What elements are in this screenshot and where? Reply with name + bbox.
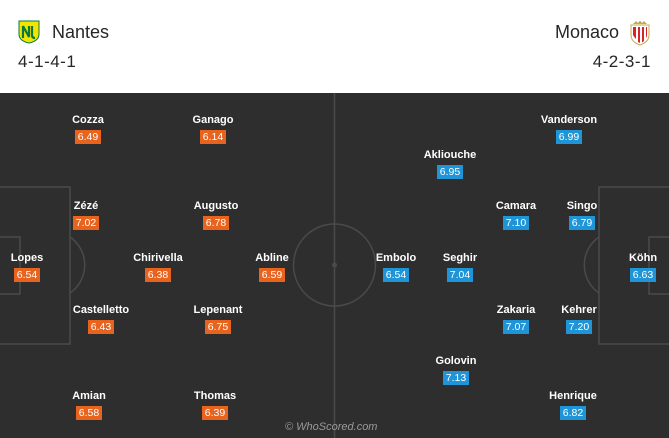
player-away-golovin[interactable]: Golovin 7.13 — [416, 355, 496, 386]
player-away-embolo[interactable]: Embolo 6.54 — [356, 252, 436, 283]
player-home-lopes[interactable]: Lopes 6.54 — [0, 252, 67, 283]
player-home-abline[interactable]: Abline 6.59 — [232, 252, 312, 283]
player-rating: 6.95 — [437, 165, 463, 179]
player-name: Chirivella — [133, 252, 183, 264]
player-rating: 6.38 — [145, 268, 171, 282]
player-away-henrique[interactable]: Henrique 6.82 — [533, 390, 613, 421]
player-name: Thomas — [193, 390, 237, 402]
player-home-cozza[interactable]: Cozza 6.49 — [48, 114, 128, 145]
player-rating: 6.82 — [560, 406, 586, 420]
nantes-crest-icon — [18, 20, 40, 44]
home-formation: 4-1-4-1 — [18, 52, 77, 71]
player-rating: 7.07 — [503, 320, 529, 334]
home-team[interactable]: Nantes — [18, 20, 109, 44]
player-name: Camara — [495, 200, 537, 212]
player-rating: 6.54 — [14, 268, 40, 282]
player-away-zakaria[interactable]: Zakaria 7.07 — [476, 304, 556, 335]
player-name: Henrique — [549, 390, 597, 402]
player-home-augusto[interactable]: Augusto 6.78 — [176, 200, 256, 231]
player-name: Vanderson — [540, 114, 598, 126]
player-name: Akliouche — [423, 149, 477, 161]
player-rating: 6.75 — [205, 320, 231, 334]
player-rating: 6.49 — [75, 130, 101, 144]
player-name: Seghir — [442, 252, 478, 264]
player-name: Zakaria — [496, 304, 536, 316]
player-away-akliouche[interactable]: Akliouche 6.95 — [410, 149, 490, 180]
pitch-lines — [0, 93, 669, 438]
player-rating: 6.58 — [76, 406, 102, 420]
player-name: Köhn — [628, 252, 658, 264]
away-formation: 4-2-3-1 — [592, 52, 651, 71]
player-rating: 7.13 — [443, 371, 469, 385]
player-rating: 7.20 — [566, 320, 592, 334]
player-away-seghir[interactable]: Seghir 7.04 — [420, 252, 500, 283]
player-rating: 7.04 — [447, 268, 473, 282]
player-home-castelletto[interactable]: Castelletto 6.43 — [61, 304, 141, 335]
monaco-crest-icon — [629, 20, 651, 46]
player-name: Singo — [566, 200, 598, 212]
match-header: Nantes 4-1-4-1 Monaco 4-2-3-1 — [0, 0, 669, 92]
player-home-thomas[interactable]: Thomas 6.39 — [175, 390, 255, 421]
player-name: Lopes — [10, 252, 44, 264]
player-home-amian[interactable]: Amian 6.58 — [49, 390, 129, 421]
player-name: Abline — [255, 252, 289, 264]
player-away-vanderson[interactable]: Vanderson 6.99 — [529, 114, 609, 145]
player-away-kohn[interactable]: Köhn 6.63 — [603, 252, 669, 283]
player-name: Castelletto — [72, 304, 130, 316]
player-home-chirivella[interactable]: Chirivella 6.38 — [118, 252, 198, 283]
home-team-name: Nantes — [52, 21, 110, 42]
player-rating: 6.39 — [202, 406, 228, 420]
pitch: Lopes 6.54 Zézé 7.02 Castelletto 6.43 Ch… — [0, 93, 669, 438]
player-name: Amian — [72, 390, 106, 402]
player-name: Cozza — [72, 114, 104, 126]
player-rating: 6.43 — [88, 320, 114, 334]
away-team[interactable]: Monaco — [554, 20, 651, 46]
player-away-singo[interactable]: Singo 6.79 — [542, 200, 622, 231]
player-name: Ganago — [192, 114, 234, 126]
player-rating: 7.10 — [503, 216, 529, 230]
player-rating: 6.99 — [556, 130, 582, 144]
away-team-name: Monaco — [554, 21, 619, 42]
player-name: Golovin — [435, 355, 477, 367]
player-rating: 7.02 — [73, 216, 99, 230]
player-name: Kehrer — [561, 304, 597, 316]
player-rating: 6.14 — [200, 130, 226, 144]
player-name: Lepenant — [193, 304, 243, 316]
player-away-camara[interactable]: Camara 7.10 — [476, 200, 556, 231]
player-rating: 6.78 — [203, 216, 229, 230]
player-rating: 6.54 — [383, 268, 409, 282]
whoscored-watermark: © WhoScored.com — [285, 421, 378, 433]
player-home-zeze[interactable]: Zézé 7.02 — [46, 200, 126, 231]
player-rating: 6.63 — [630, 268, 656, 282]
player-away-kehrer[interactable]: Kehrer 7.20 — [539, 304, 619, 335]
player-home-ganago[interactable]: Ganago 6.14 — [173, 114, 253, 145]
player-rating: 6.79 — [569, 216, 595, 230]
player-name: Zézé — [73, 200, 99, 212]
player-home-lepenant[interactable]: Lepenant 6.75 — [178, 304, 258, 335]
player-rating: 6.59 — [259, 268, 285, 282]
player-name: Augusto — [193, 200, 239, 212]
player-name: Embolo — [375, 252, 417, 264]
